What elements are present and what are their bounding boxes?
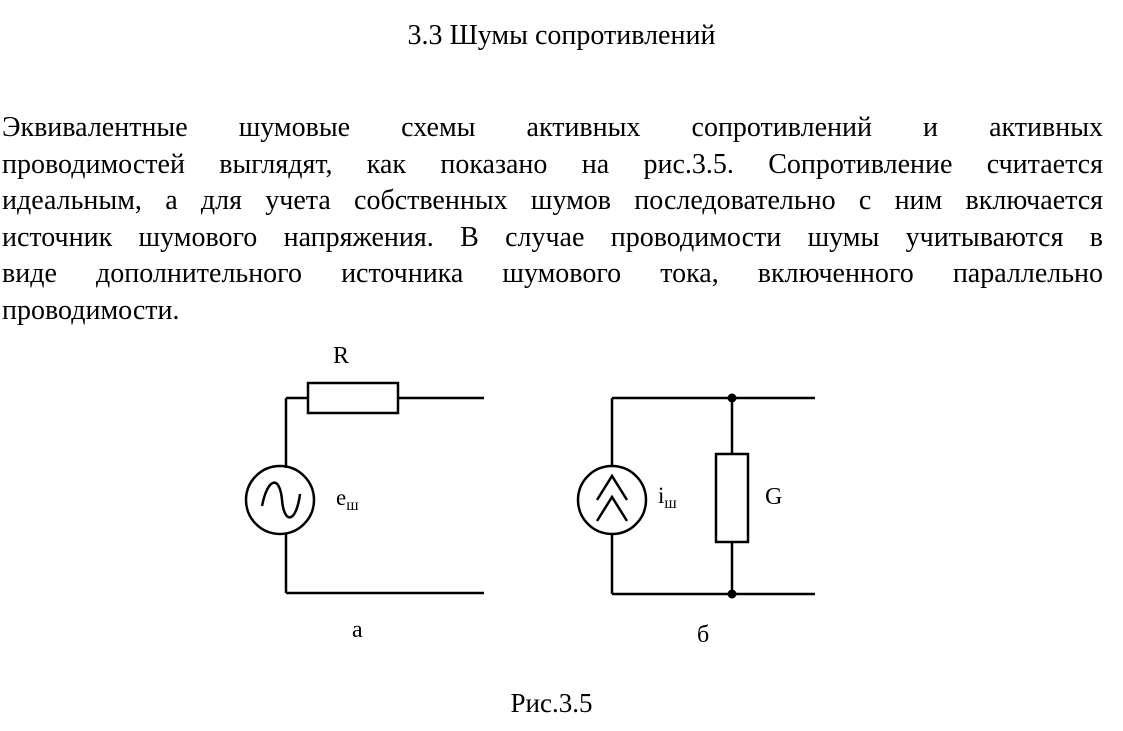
double-arrow-up-icon [595, 473, 629, 522]
voltage-source-icon [244, 464, 316, 536]
resistor-label: R [333, 343, 349, 369]
figure-3-5: R eш а iш G б [244, 343, 815, 648]
paragraph-line: виде дополнительного источника шумового … [2, 258, 1103, 289]
section-heading: 3.3 Шумы сопротивлений [407, 20, 716, 51]
paragraph-line: Эквивалентные шумовые схемы активных соп… [2, 112, 1103, 143]
circuit-b [576, 396, 815, 596]
paragraph-line: проводимостей выглядят, как показано на … [2, 148, 1103, 180]
caption-a: а [352, 617, 363, 643]
paragraph-line: проводимости. [2, 294, 180, 326]
circuit-a [244, 381, 484, 595]
label-main: e [336, 485, 346, 510]
body-paragraph: Эквивалентные шумовые схемы активных соп… [2, 110, 1103, 329]
label-subscript: ш [346, 497, 359, 514]
conductance-label: G [765, 484, 782, 510]
caption-b: б [697, 622, 709, 648]
figure-caption: Рис.3.5 [510, 688, 593, 718]
voltage-source-label: eш [336, 485, 359, 514]
sine-wave-icon [260, 481, 302, 519]
resistor-r [306, 381, 400, 415]
label-subscript: ш [664, 495, 677, 512]
paragraph-line: источник шумового напряжения. В случае п… [2, 221, 1103, 253]
current-source-label: iш [658, 483, 677, 512]
paragraph-line: идеальным, а для учета собственных шумов… [2, 185, 1103, 216]
junction-dot [727, 589, 737, 599]
label-main: i [658, 483, 664, 508]
junction-dot [727, 393, 737, 403]
conductance-g [714, 452, 750, 544]
